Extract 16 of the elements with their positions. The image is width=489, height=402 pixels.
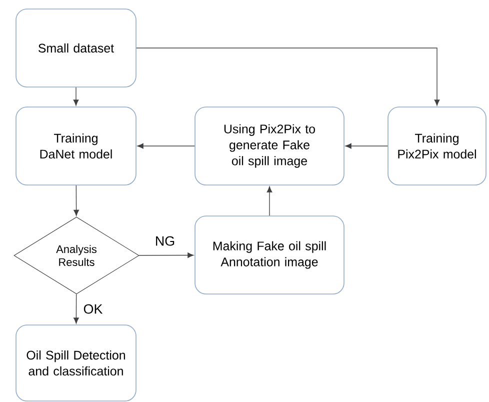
arrow: [73, 87, 79, 106]
arrow: [136, 48, 440, 106]
process-box: Oil Spill Detection and classification: [16, 324, 136, 402]
process-box: Using Pix2Pix to generate Fake oil spill image: [194, 106, 344, 186]
arrow: [266, 186, 272, 216]
edge-label: OK: [82, 303, 104, 315]
process-box: Small dataset: [16, 8, 136, 88]
process-box: Training Pix2Pix model: [388, 106, 486, 186]
arrow: [74, 294, 79, 324]
edge-label: NG: [154, 235, 176, 247]
arrow: [74, 185, 79, 216]
process-box: Making Fake oil spill Annotation image: [194, 216, 344, 294]
arrow: [345, 143, 388, 149]
process-box: Training DaNet model: [16, 106, 136, 186]
arrow: [138, 252, 194, 258]
arrow: [137, 143, 195, 149]
